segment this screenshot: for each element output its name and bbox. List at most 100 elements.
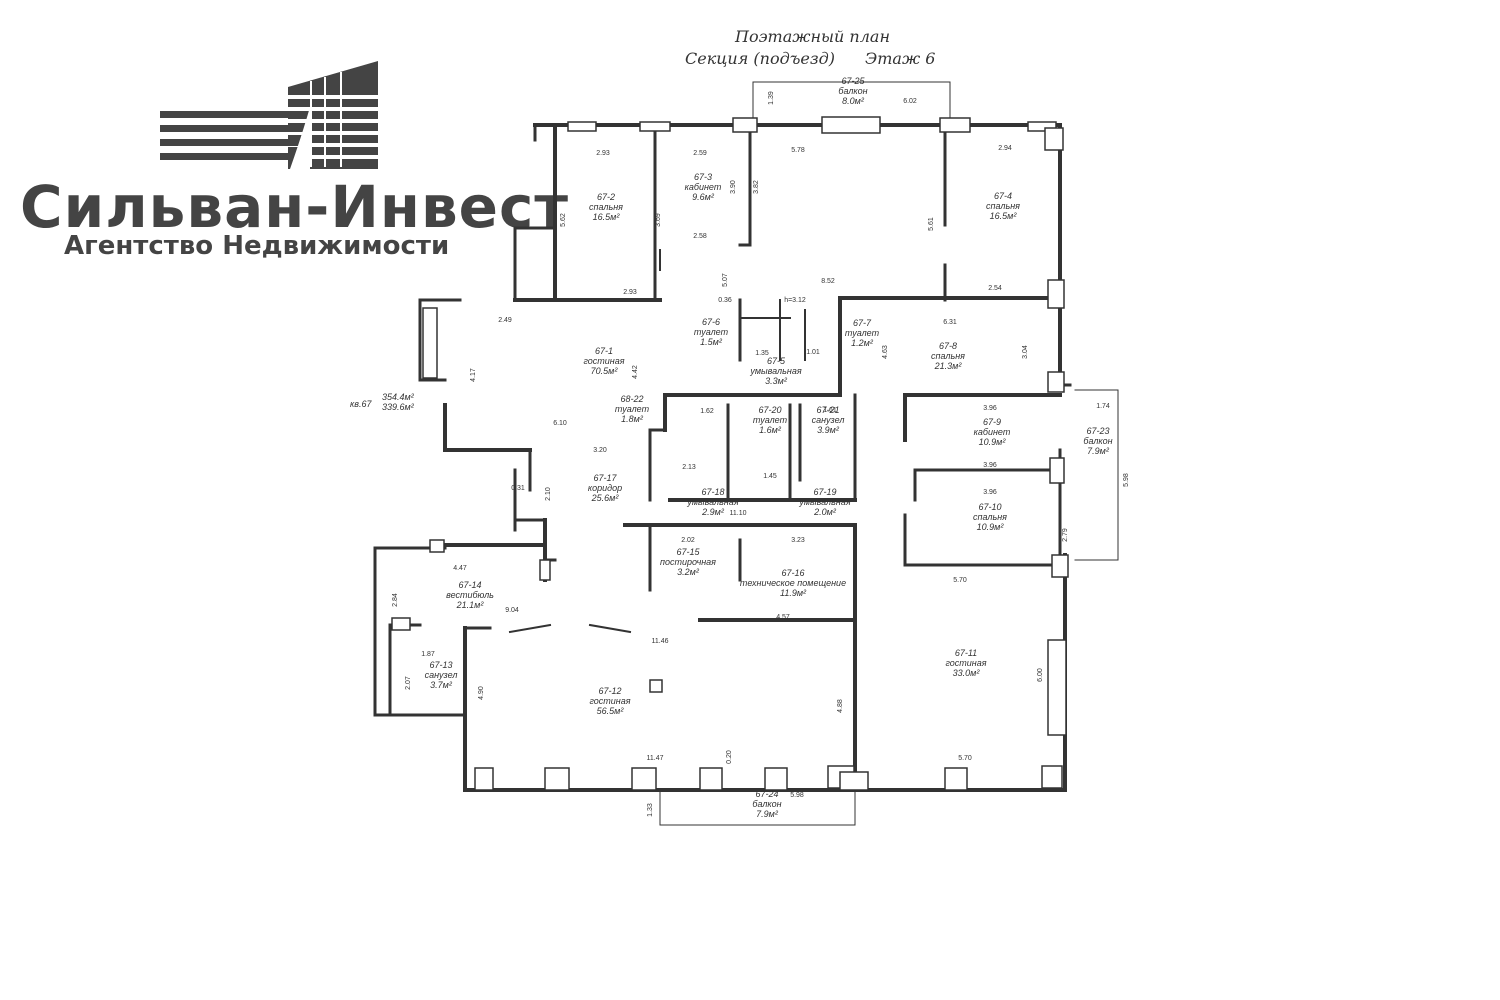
window-block [1047,371,1065,393]
room-name: спальня [589,202,623,212]
room-area: 33.0м² [953,668,981,678]
dimension-label: 6.00 [1037,668,1044,682]
balcony-outline [659,789,856,826]
dimension-label: 8.52 [821,278,835,285]
room-id: 67-14 [458,580,481,590]
dimension-label: 5.98 [790,792,804,799]
window-block [821,116,881,134]
room-area: 10.9м² [977,522,1005,532]
room-id: 67-17 [593,473,617,483]
room-id: 67-15 [676,547,700,557]
dimension-label: 5.78 [791,147,805,154]
dimension-label: 6.10 [553,420,567,427]
window-block [1027,121,1057,132]
room-area: 16.5м² [593,212,621,222]
room-id: 67-4 [994,191,1012,201]
dimension-label: 1.01 [806,349,820,356]
room-area: 9.6м² [692,192,715,202]
window-block [764,767,788,791]
dimension-label: 3.23 [791,537,805,544]
room-id: 67-24 [755,789,778,799]
apartment-area-living: 339.6м² [382,402,415,412]
wall-segment [508,623,552,634]
room-id: 67-25 [841,76,865,86]
room-id: 67-1 [595,346,613,356]
room-area: 3.2м² [677,567,700,577]
window-block [391,617,411,631]
dimension-label: 1.74 [1096,403,1110,410]
dimension-label: 4.47 [453,565,467,572]
plan-title: Поэтажный план [735,27,890,46]
window-block [429,539,445,553]
room-id: 67-3 [694,172,712,182]
dimension-label: 11.47 [647,755,664,762]
dimension-label: 1.61 [823,407,837,414]
room-name: кабинет [685,182,722,192]
dimension-label: 3.90 [730,180,737,194]
brand-name: Сильван-Инвест [20,173,569,241]
apartment-area-total: 354.4м² [382,392,415,402]
window-block [699,767,723,791]
room-name: спальня [931,351,965,361]
dimension-label: 2.94 [998,145,1012,152]
room-area: 8.0м² [842,96,865,106]
window-block [1051,554,1069,578]
room-area: 56.5м² [597,706,625,716]
room-id: 67-20 [758,405,781,415]
room-name: вестибюль [446,590,494,600]
room-id: 67-6 [702,317,720,327]
dimension-label: 2.93 [623,289,637,296]
room-area: 1.2м² [851,338,874,348]
column-block [649,679,663,693]
dimension-label: 0.20 [726,750,733,764]
room-area: 1.6м² [759,425,782,435]
plan-floor-label: Этаж 6 [865,49,936,68]
room-area: 70.5м² [591,366,619,376]
room-area: 1.8м² [621,414,644,424]
dimension-label: 5.70 [958,755,972,762]
dimension-label: 1.45 [763,473,777,480]
room-id: 67-5 [767,356,786,366]
room-area: 3.3м² [765,376,788,386]
dimension-label: 2.59 [693,150,707,157]
dimension-label: 2.84 [392,593,399,607]
balcony-outline [1074,389,1119,561]
dimension-label: 2.54 [988,285,1002,292]
room-name: туалет [694,327,729,337]
room-name: умывальная [798,497,850,507]
room-name: гостиная [945,658,986,668]
dimension-label: 5.98 [1123,473,1130,487]
room-id: 67-16 [781,568,804,578]
room-name: коридор [588,483,622,493]
room-name: туалет [615,404,650,414]
dimension-label: 3.96 [983,462,997,469]
dimension-label: 4.90 [478,686,485,700]
room-area: 21.1м² [456,600,485,610]
room-name: гостиная [589,696,630,706]
room-id: 67-13 [429,660,452,670]
room-name: постирочная [660,557,716,567]
room-name: туалет [845,328,880,338]
room-id: 67-7 [853,318,872,328]
dimension-label: 3.20 [593,447,607,454]
room-id: 67-19 [813,487,836,497]
dimension-label: 2.02 [681,537,695,544]
room-name: умывальная [749,366,801,376]
window-block [944,767,968,791]
room-id: 67-8 [939,341,957,351]
room-id: 67-10 [978,502,1001,512]
room-labels: 67-1гостиная70.5м²67-2спальня16.5м²67-3к… [425,76,1113,819]
window-block [1041,765,1063,789]
dimension-label: 5.61 [928,217,935,231]
dimension-label: h=3.12 [784,297,806,304]
dimension-label: 2.93 [596,150,610,157]
dimension-label: 2.58 [693,233,707,240]
brand-subtitle: Агентство Недвижимости [64,231,450,261]
room-id: 67-23 [1086,426,1109,436]
room-name: туалет [753,415,788,425]
room-area: 3.7м² [430,680,453,690]
dimension-label: 3.96 [983,489,997,496]
window-block [631,767,657,791]
